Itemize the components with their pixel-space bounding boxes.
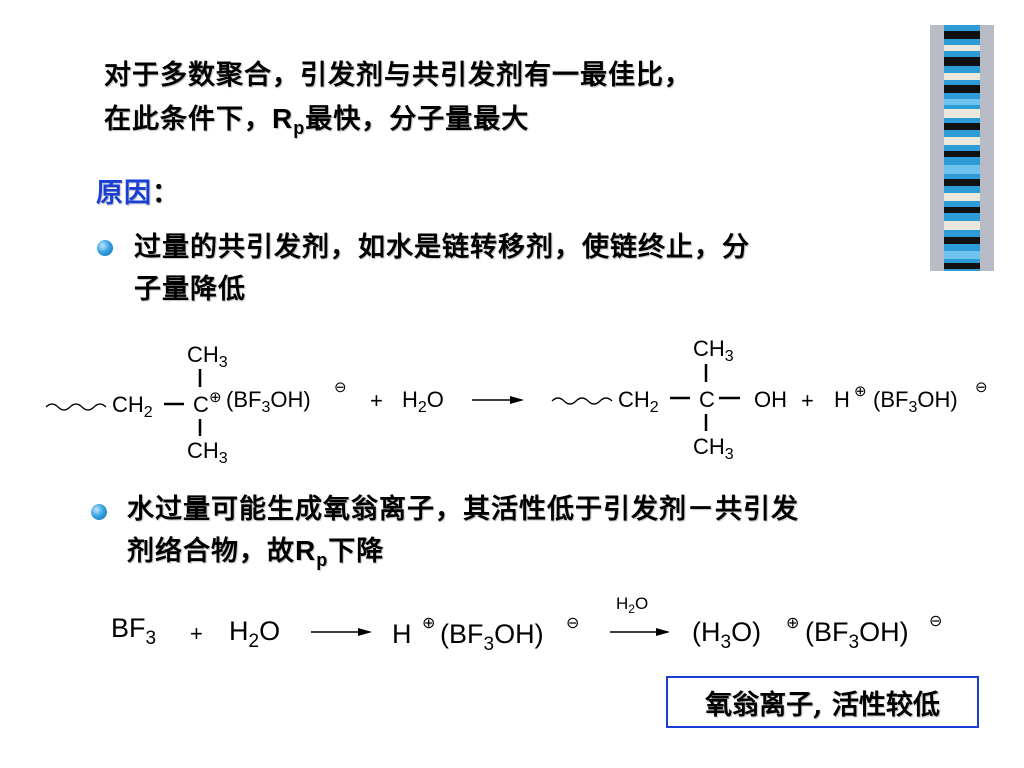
minus-charge-icon: ⊖ — [334, 379, 347, 396]
rate-symbol: Rp — [295, 535, 328, 570]
left-ch3-top: CH3 — [187, 342, 228, 371]
bullet-2-line-2-prefix: 剂络合物，故 — [127, 536, 295, 567]
rate-symbol: Rp — [272, 103, 305, 138]
bullet-dot-icon — [91, 504, 107, 520]
bullet-2-line-2-suffix: 下降 — [328, 536, 385, 567]
reason-label: 原因： — [96, 174, 180, 214]
minus-charge-icon: ⊖ — [566, 615, 579, 632]
stripe-pattern — [944, 25, 980, 271]
left-ch3-bottom: CH3 — [187, 438, 228, 467]
boron-trifluoride: BF3 — [111, 613, 156, 649]
right-ch3-top: CH3 — [693, 336, 734, 365]
plus-charge-icon: ⊕ — [854, 383, 867, 400]
arrow-head-icon — [656, 628, 670, 636]
right-carbon: C — [699, 387, 715, 412]
arrow-head-icon — [510, 396, 524, 404]
minus-charge-icon: ⊖ — [975, 379, 988, 396]
right-ch2: CH2 — [618, 387, 659, 416]
rate-symbol-sub: p — [316, 550, 329, 570]
counterion-product: (BF3OH) — [805, 617, 909, 653]
left-counterion: (BF3OH) — [226, 387, 311, 416]
left-ch2: CH2 — [112, 392, 153, 421]
plus-charge-icon: ⊕ — [422, 615, 435, 632]
plus-sign: + — [370, 388, 383, 413]
counterion: (BF3OH) — [440, 619, 544, 655]
bullet-dot-icon — [97, 240, 113, 256]
proton: H — [392, 619, 412, 649]
heading-line-2-suffix: 最快，分子量最大 — [305, 104, 530, 135]
plus-sign: + — [801, 388, 814, 413]
arrow-head-icon — [358, 628, 372, 636]
plus-charge-icon: ⊕ — [209, 389, 222, 406]
hydroxyl: OH — [754, 387, 787, 412]
heading-line-1: 对于多数聚合，引发剂与共引发剂有一最佳比， — [104, 60, 692, 91]
water: H2O — [229, 616, 280, 652]
polymer-chain-right — [551, 397, 613, 405]
polymer-chain-left — [45, 403, 107, 411]
heading-line-2-prefix: 在此条件下， — [104, 104, 272, 135]
proton: H — [834, 387, 850, 412]
plus-charge-icon: ⊕ — [786, 615, 799, 632]
arrow-label-water: H2O — [616, 594, 648, 616]
reason-label-text: 原因 — [96, 178, 152, 209]
oxonium-note-box: 氧翁离子, 活性较低 — [666, 676, 979, 728]
bullet-2-line-1: 水过量可能生成氧翁离子，其活性低于引发剂－共引发 — [127, 494, 799, 525]
hydronium: (H3O) — [692, 617, 761, 653]
plus-sign: + — [190, 621, 203, 646]
bullet-2-line-2: 剂络合物，故Rp下降 — [127, 531, 384, 580]
rate-symbol-main: R — [295, 535, 317, 566]
minus-charge-icon: ⊖ — [929, 613, 942, 630]
bullet-1-line-1: 过量的共引发剂，如水是链转移剂，使链终止，分 — [134, 232, 750, 263]
oxonium-note-text: 氧翁离子, 活性较低 — [705, 689, 940, 721]
right-ch3-bottom: CH3 — [693, 434, 734, 463]
rate-symbol-main: R — [272, 103, 294, 134]
left-carbon: C — [193, 392, 209, 417]
rate-symbol-sub: p — [293, 118, 306, 138]
heading-line-2: 在此条件下，Rp最快，分子量最大 — [104, 99, 529, 148]
bullet-1-line-2: 子量降低 — [134, 274, 246, 305]
decorative-stripe-banner — [930, 25, 994, 271]
reason-colon: ： — [152, 178, 180, 209]
water: H2O — [402, 387, 444, 416]
right-counterion: (BF3OH) — [873, 387, 958, 416]
